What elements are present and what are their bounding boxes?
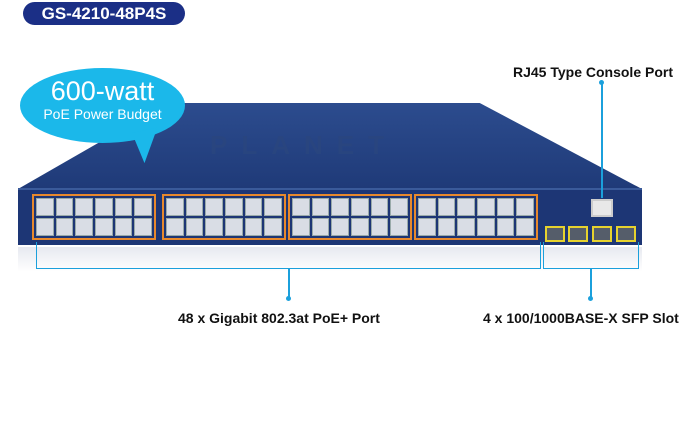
console-callout-line — [601, 82, 603, 198]
rj45-port — [476, 198, 495, 216]
rj45-port — [331, 198, 349, 216]
rj45-port — [437, 198, 456, 216]
rj45-port — [390, 198, 408, 216]
rj45-port — [457, 218, 475, 236]
sfp-slot — [616, 226, 636, 242]
rj45-port — [292, 198, 310, 216]
rj45-port — [390, 218, 408, 236]
poe-bubble: 600-watt PoE Power Budget — [20, 68, 185, 143]
reflection — [18, 247, 642, 272]
rj45-port — [94, 198, 113, 216]
switch-front-panel — [18, 188, 642, 245]
rj45-port — [75, 198, 93, 216]
rj45-port — [185, 218, 204, 236]
rj45-port — [244, 218, 263, 236]
rj45-port — [55, 198, 74, 216]
rj45-port — [476, 218, 495, 236]
sfp-slot — [592, 226, 612, 242]
rj45-port — [370, 198, 389, 216]
rj45-port — [166, 218, 184, 236]
console-label: RJ45 Type Console Port — [513, 64, 674, 80]
ports-label: 48 x Gigabit 802.3at PoE+ Port — [178, 310, 380, 326]
rj45-port — [114, 198, 133, 216]
rj45-port — [134, 198, 152, 216]
port-group — [288, 194, 412, 240]
sfp-slot — [568, 226, 588, 242]
rj45-port — [516, 198, 534, 216]
port-group — [162, 194, 286, 240]
port-group — [32, 194, 156, 240]
rj45-port — [457, 198, 475, 216]
sfp-slot — [545, 226, 565, 242]
ports-callout-line — [288, 268, 290, 298]
rj45-port — [437, 218, 456, 236]
console-port — [591, 199, 613, 217]
rj45-port — [205, 218, 223, 236]
rj45-port — [418, 198, 436, 216]
sfp-bracket-right — [638, 242, 639, 269]
rj45-port — [264, 198, 282, 216]
rj45-port — [264, 218, 282, 236]
sfp-label: 4 x 100/1000BASE-X SFP Slot — [483, 310, 679, 326]
port-group — [414, 194, 538, 240]
rj45-port — [185, 198, 204, 216]
rj45-port — [224, 198, 243, 216]
rj45-port — [311, 198, 330, 216]
bubble-title: 600-watt — [50, 76, 155, 106]
rj45-port — [75, 218, 93, 236]
brand-logo: PLANET — [210, 130, 398, 160]
rj45-port — [166, 198, 184, 216]
sfp-bracket-left — [543, 242, 544, 269]
rj45-port — [496, 218, 515, 236]
rj45-port — [94, 218, 113, 236]
rj45-port — [134, 218, 152, 236]
rj45-port — [418, 218, 436, 236]
rj45-port — [496, 198, 515, 216]
rj45-port — [114, 218, 133, 236]
rj45-port — [350, 198, 369, 216]
rj45-port — [350, 218, 369, 236]
ports-bracket-right — [540, 242, 541, 269]
rj45-port — [292, 218, 310, 236]
sfp-callout-line — [590, 268, 592, 298]
rj45-port — [36, 198, 54, 216]
rj45-port — [370, 218, 389, 236]
rj45-port — [331, 218, 349, 236]
rj45-port — [36, 218, 54, 236]
rj45-port — [244, 198, 263, 216]
rj45-port — [224, 218, 243, 236]
callout-dot — [588, 296, 593, 301]
ports-bracket-left — [36, 242, 37, 269]
callout-dot — [286, 296, 291, 301]
bubble-subtitle: PoE Power Budget — [43, 106, 162, 122]
model-badge: GS-4210-48P4S — [23, 2, 185, 25]
rj45-port — [311, 218, 330, 236]
rj45-port — [205, 198, 223, 216]
callout-dot — [599, 80, 604, 85]
rj45-port — [55, 218, 74, 236]
rj45-port — [516, 218, 534, 236]
